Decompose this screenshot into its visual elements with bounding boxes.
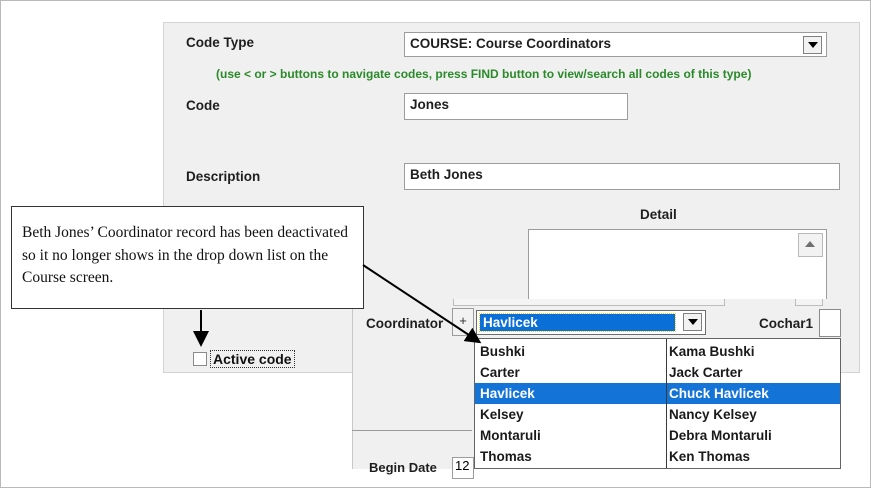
option-code: Havlicek [480, 386, 535, 401]
option-code: Montaruli [480, 428, 541, 443]
cochar-field[interactable] [819, 309, 841, 337]
cochar-label: Cochar1 [759, 316, 814, 331]
dropdown-option[interactable]: Montaruli Debra Montaruli [475, 425, 840, 446]
code-type-select[interactable]: COURSE: Course Coordinators [404, 32, 827, 57]
coordinator-select[interactable]: Havlicek [476, 310, 706, 335]
dropdown-option-selected[interactable]: Havlicek Chuck Havlicek [475, 383, 840, 404]
code-type-value: COURSE: Course Coordinators [410, 36, 612, 51]
active-code-label: Active code [210, 350, 295, 368]
option-code: Bushki [480, 344, 526, 359]
column-divider [666, 339, 667, 468]
option-name: Jack Carter [669, 365, 743, 380]
option-name: Debra Montaruli [669, 428, 772, 443]
begin-date-label: Begin Date [369, 460, 437, 475]
arrow-to-dropdown [362, 264, 482, 344]
option-code: Carter [480, 365, 520, 380]
dropdown-option[interactable]: Thomas Ken Thomas [475, 446, 840, 467]
code-field[interactable]: Jones [404, 93, 628, 120]
callout-box: Beth Jones’ Coordinator record has been … [11, 206, 364, 309]
code-label: Code [186, 98, 220, 113]
chevron-down-icon[interactable] [803, 36, 822, 54]
option-name: Nancy Kelsey [669, 407, 757, 422]
coordinator-label: Coordinator [366, 316, 444, 331]
detail-textarea[interactable] [528, 229, 827, 303]
description-field[interactable]: Beth Jones [404, 163, 840, 190]
dropdown-option[interactable]: Carter Jack Carter [475, 362, 840, 383]
active-code-checkbox[interactable] [193, 352, 207, 366]
code-type-label: Code Type [186, 35, 255, 50]
coordinator-value: Havlicek [479, 313, 676, 332]
option-code: Kelsey [480, 407, 524, 422]
option-name: Ken Thomas [669, 449, 751, 464]
scroll-up-icon[interactable] [798, 233, 823, 257]
dropdown-option[interactable]: Kelsey Nancy Kelsey [475, 404, 840, 425]
navigation-hint: (use < or > buttons to navigate codes, p… [216, 67, 752, 81]
option-code: Thomas [480, 449, 532, 464]
begin-date-field[interactable]: 12 [452, 457, 474, 479]
course-scrollbar-track [453, 299, 725, 306]
course-scrollbar-track-right [795, 299, 823, 306]
option-name: Kama Bushki [669, 344, 755, 359]
divider [352, 430, 472, 431]
coordinator-dropdown-list[interactable]: Bushki Kama Bushki Carter Jack Carter Ha… [474, 338, 841, 469]
option-name: Chuck Havlicek [669, 386, 769, 401]
detail-label: Detail [640, 207, 677, 222]
description-label: Description [186, 169, 261, 184]
dropdown-option[interactable]: Bushki Kama Bushki [475, 341, 840, 362]
detail-scrollbar[interactable] [798, 231, 823, 299]
chevron-down-icon[interactable] [683, 313, 702, 331]
